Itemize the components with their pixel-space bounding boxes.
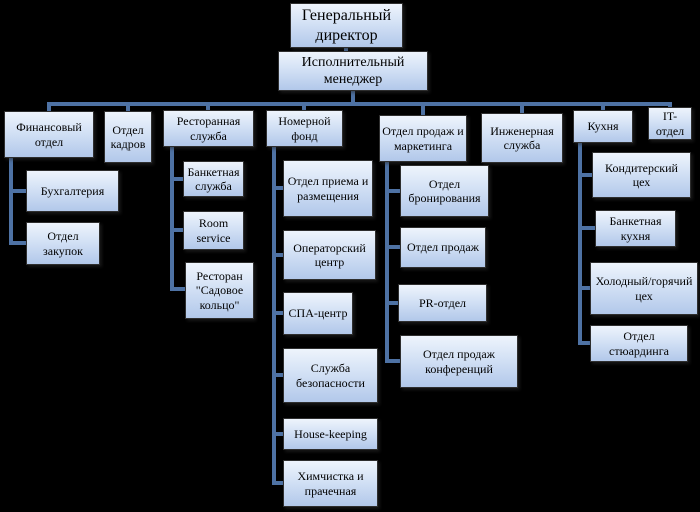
org-node-purchasing-dept: Отдел закупок (26, 222, 100, 265)
org-node-executive-manager: Исполнительный менеджер (278, 51, 428, 91)
connector-line (385, 245, 400, 249)
org-node-sales-marketing-dept: Отдел продаж и маркетинга (379, 115, 467, 162)
org-node-kitchen: Кухня (573, 110, 633, 143)
org-node-general-director: Генеральный директор (290, 3, 403, 48)
connector-line (272, 147, 276, 485)
connector-line (344, 46, 348, 52)
connector-line (9, 189, 26, 193)
org-node-hr-dept: Отдел кадров (104, 111, 152, 163)
connector-line (351, 91, 355, 103)
connector-line (170, 177, 183, 181)
org-node-stewarding-dept: Отдел стюардинга (590, 325, 688, 362)
connector-line (170, 147, 174, 291)
connector-line (578, 286, 590, 290)
org-node-pr-dept: PR-отдел (398, 284, 487, 322)
org-node-confectionery-shop: Кондитерский цех (592, 152, 691, 198)
connector-line (272, 253, 283, 257)
org-node-reception-dept: Отдел приема и размещения (283, 160, 373, 217)
connector-line (272, 311, 283, 315)
connector-line (9, 158, 13, 245)
connector-line (578, 143, 582, 343)
connector-line (170, 228, 183, 232)
org-node-housekeeping: House-keeping (283, 418, 378, 450)
org-node-cold-hot-shop: Холодный/горячий цех (590, 262, 698, 315)
connector-line (668, 104, 672, 108)
org-node-it-dept: IT-отдел (648, 107, 692, 140)
connector-line (385, 301, 398, 305)
connector-line (272, 186, 283, 190)
org-node-accounting: Бухгалтерия (26, 170, 119, 212)
connector-line (206, 104, 210, 111)
connector-line (385, 189, 400, 193)
connector-line (520, 104, 524, 114)
org-node-sales-dept: Отдел продаж (400, 227, 486, 268)
org-node-rooms-division: Номерной фонд (266, 110, 343, 147)
connector-line (272, 432, 283, 436)
org-node-banquet-kitchen: Банкетная кухня (595, 210, 676, 247)
connector-line (272, 481, 283, 485)
connector-line (421, 104, 425, 116)
org-node-laundry: Химчистка и прачечная (283, 460, 378, 507)
connector-line (578, 173, 592, 177)
connector-line (272, 373, 283, 377)
org-node-restaurant-sadovoe-koltso: Ресторан "Садовое кольцо" (185, 262, 254, 319)
connector-line (126, 104, 130, 111)
connector-line (601, 104, 605, 111)
org-node-operator-center: Операторский центр (283, 230, 376, 280)
org-node-booking-dept: Отдел бронирования (400, 165, 489, 217)
org-node-security-service: Служба безопасности (283, 348, 378, 403)
org-node-room-service: Room service (183, 211, 244, 250)
connector-line (385, 162, 389, 363)
org-node-conference-sales-dept: Отдел продаж конференций (400, 335, 518, 388)
connector-line (9, 241, 26, 245)
org-node-restaurant-service: Ресторанная служба (163, 110, 254, 147)
org-node-spa-center: СПА-центр (283, 292, 353, 335)
connector-line (47, 104, 51, 112)
connector-trunk (47, 102, 672, 106)
connector-line (385, 359, 400, 363)
connector-line (578, 226, 595, 230)
connector-line (170, 287, 185, 291)
org-node-banquet-service: Банкетная служба (183, 161, 244, 197)
connector-line (302, 104, 306, 111)
connector-line (578, 341, 590, 345)
org-node-engineering-service: Инженерная служба (481, 113, 563, 163)
org-node-finance-dept: Финансовый отдел (4, 111, 94, 158)
